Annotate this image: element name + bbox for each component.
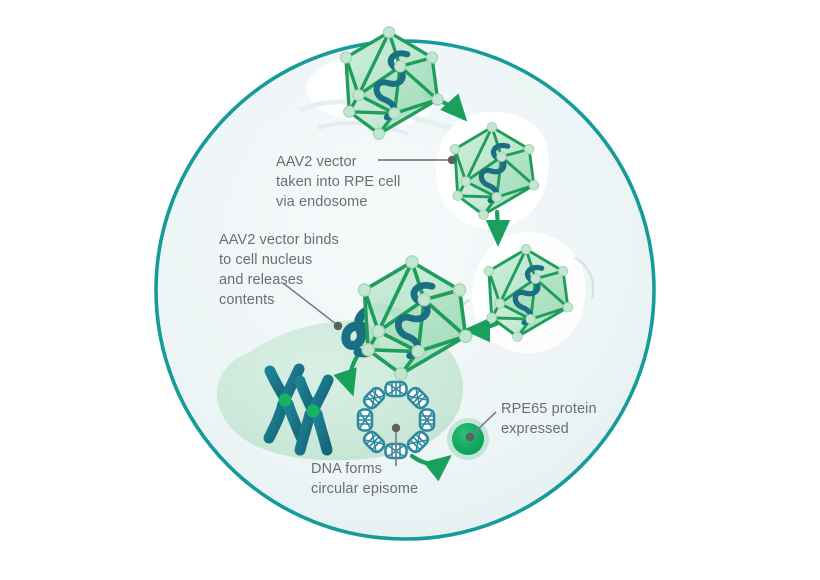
label-endosome: AAV2 vector taken into RPE cell via endo… [276, 154, 405, 210]
arrow-endosome-down [485, 209, 511, 247]
centromere-1 [278, 393, 292, 407]
label-episome: DNA forms circular episome [311, 461, 418, 497]
label-nucleus-binding-line-2: to cell nucleus [219, 252, 312, 268]
label-nucleus-binding: AAV2 vector binds to cell nucleus and re… [219, 232, 343, 308]
label-endosome-line-3: via endosome [276, 194, 367, 210]
label-endosome-line-1: AAV2 vector [276, 154, 357, 170]
label-endosome-line-2: taken into RPE cell [276, 174, 400, 190]
chromosome-2 [294, 374, 334, 456]
centromere-2 [306, 404, 320, 418]
leader-nucleus-binding [282, 282, 337, 325]
label-nucleus-binding-line-4: contents [219, 292, 275, 308]
leader-protein [471, 411, 497, 436]
label-nucleus-binding-line-1: AAV2 vector binds [219, 232, 339, 248]
label-leader-dots [333, 155, 475, 442]
circular-episome [356, 380, 436, 460]
label-episome-line-1: DNA forms [311, 461, 382, 477]
label-protein-line-1: RPE65 protein [501, 401, 597, 417]
arrow-protein-expression [409, 453, 452, 482]
label-episome-line-2: circular episome [311, 481, 418, 497]
label-protein: RPE65 protein expressed [501, 401, 601, 437]
label-nucleus-binding-line-3: and releases [219, 272, 303, 288]
label-leaders [282, 159, 497, 466]
label-protein-line-2: expressed [501, 421, 569, 437]
